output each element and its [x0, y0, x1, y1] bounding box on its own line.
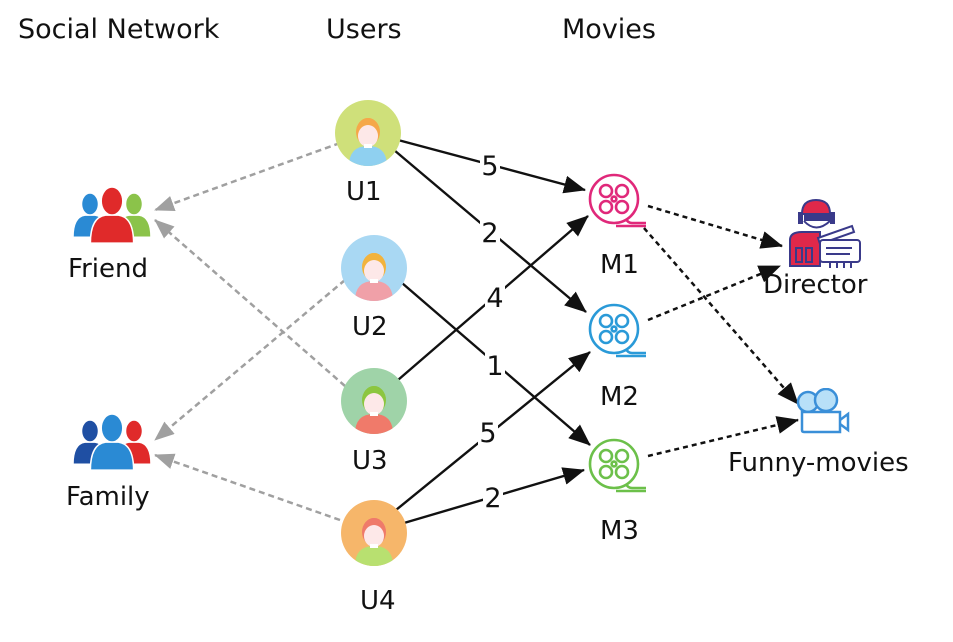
- rating-weight-label: 5: [479, 418, 496, 449]
- attribute-label: Director: [763, 270, 868, 300]
- weight-label-bg: [483, 481, 503, 511]
- family-group-icon: [72, 413, 152, 471]
- friend-group-icon: [72, 186, 152, 244]
- movie-label: M1: [600, 250, 639, 280]
- user-label: U2: [352, 312, 388, 342]
- film-reel-icon: [588, 438, 646, 493]
- user-node-u2[interactable]: [341, 235, 407, 301]
- social-edge-u1-friend: [154, 141, 341, 212]
- attribute-edge-m2-director: [647, 264, 781, 322]
- rating-weight-label: 2: [481, 218, 498, 249]
- attribute-node-funny-movies[interactable]: [790, 387, 860, 438]
- weight-label-bg: [485, 349, 505, 379]
- user-label: U3: [352, 446, 388, 476]
- header-social-network: Social Network: [18, 14, 220, 45]
- social-edge-u3-friend: [154, 219, 346, 387]
- user-avatar-icon: [335, 100, 401, 166]
- weight-label-bg: [480, 216, 500, 246]
- weight-label-bg: [480, 149, 500, 179]
- social-edge-u4-family: [154, 453, 341, 522]
- film-reel-icon: [588, 173, 646, 228]
- attribute-edge-m1-director: [647, 204, 783, 249]
- movie-label: M3: [600, 516, 639, 546]
- social-edge-u2-family: [154, 279, 346, 441]
- rating-weight-label: 2: [484, 483, 501, 514]
- weight-label-bg: [478, 416, 498, 446]
- user-avatar-icon: [341, 368, 407, 434]
- header-movies: Movies: [562, 14, 656, 45]
- user-node-u3[interactable]: [341, 368, 407, 434]
- film-reel-icon: [588, 303, 646, 358]
- header-users: Users: [326, 14, 402, 45]
- movie-label: M2: [600, 382, 639, 412]
- attribute-edge-m3-funny: [647, 416, 799, 458]
- user-node-u4[interactable]: [341, 500, 407, 566]
- movie-node-m3[interactable]: [584, 435, 648, 497]
- user-node-u1[interactable]: [335, 100, 401, 166]
- rating-weight-label: 1: [486, 351, 503, 382]
- rating-weight-label: 5: [481, 151, 498, 182]
- weight-label-bg: [485, 281, 505, 311]
- attribute-node-director[interactable]: [780, 196, 870, 276]
- user-avatar-icon: [341, 500, 407, 566]
- user-avatar-icon: [341, 235, 407, 301]
- rating-weight-label: 4: [486, 283, 503, 314]
- movie-node-m1[interactable]: [584, 170, 648, 232]
- social-group-friend[interactable]: [70, 185, 160, 245]
- attribute-label: Funny-movies: [728, 448, 909, 478]
- user-label: U4: [360, 586, 396, 616]
- movie-node-m2[interactable]: [584, 300, 648, 362]
- social-group-label: Family: [66, 482, 150, 512]
- social-group-family[interactable]: [70, 412, 160, 472]
- attribute-edge-m1-funny: [643, 227, 799, 405]
- movie-camera-icon: [796, 387, 850, 434]
- user-label: U1: [346, 177, 382, 207]
- social-group-label: Friend: [68, 254, 148, 284]
- director-icon: [789, 198, 861, 268]
